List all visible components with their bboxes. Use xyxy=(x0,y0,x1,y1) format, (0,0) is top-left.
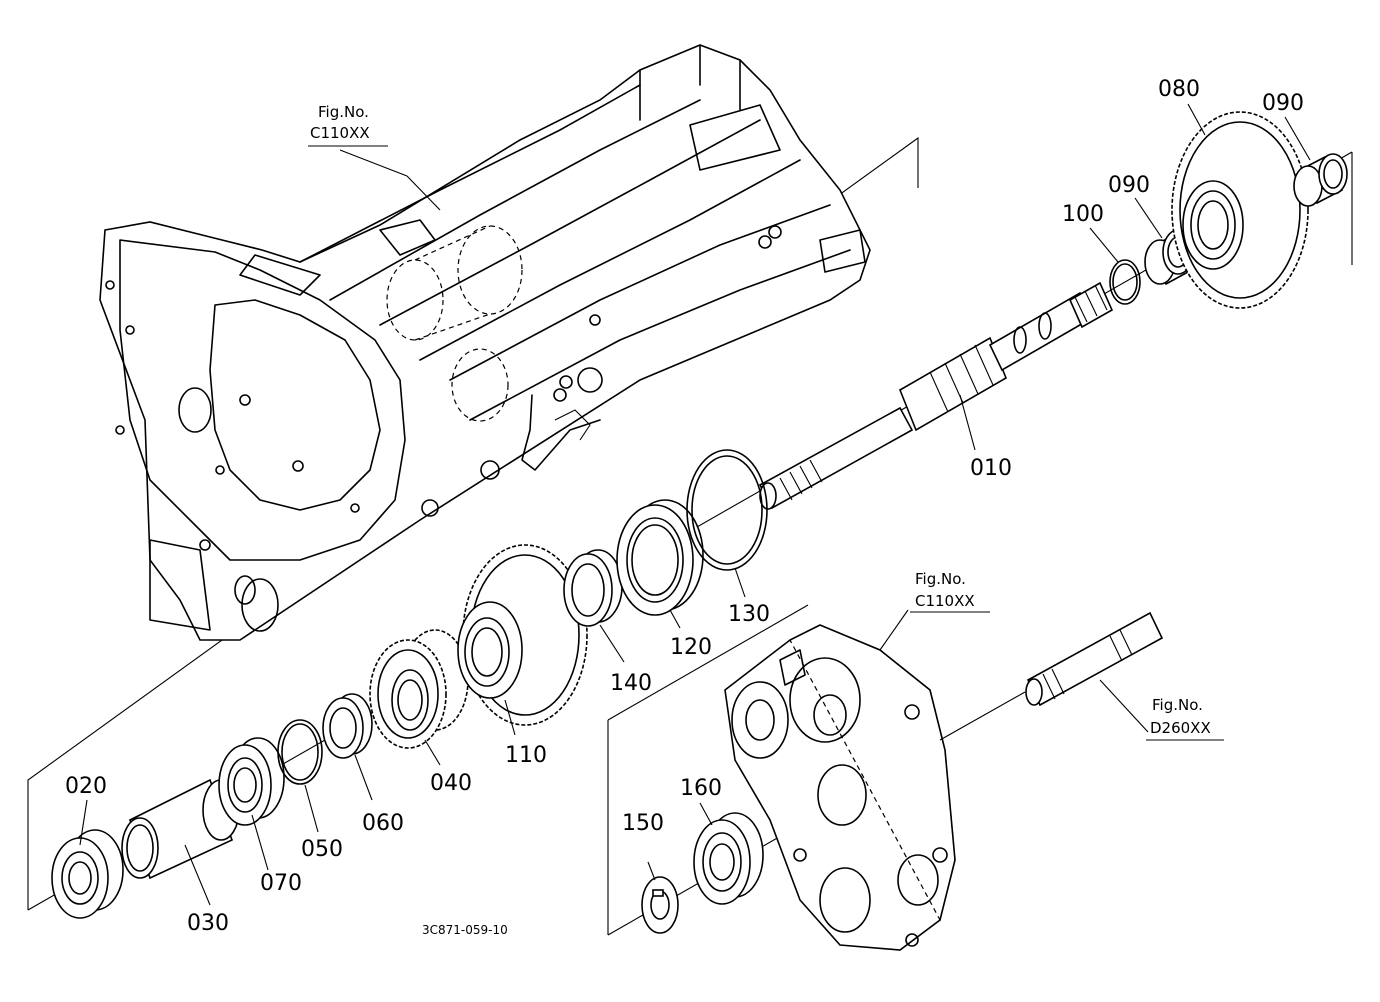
snap-ring-100 xyxy=(1109,259,1141,305)
fig-ref-cover: Fig.No. C110XX xyxy=(910,570,990,613)
fig-ref-cover-title: Fig.No. xyxy=(915,570,966,588)
label-030: 030 xyxy=(187,911,229,936)
label-110: 110 xyxy=(505,743,547,768)
fig-ref-housing-code: C110XX xyxy=(310,124,370,142)
circlip-050 xyxy=(277,719,323,785)
bearing-020 xyxy=(51,829,124,919)
label-160: 160 xyxy=(680,776,722,801)
bearing-060 xyxy=(322,693,373,759)
label-060: 060 xyxy=(362,811,404,836)
label-050: 050 xyxy=(301,837,343,862)
label-130: 130 xyxy=(728,602,770,627)
fig-ref-shaft-code: D260XX xyxy=(1150,719,1211,737)
label-010: 010 xyxy=(970,456,1012,481)
fig-ref-housing-title: Fig.No. xyxy=(318,103,369,121)
label-080: 080 xyxy=(1158,77,1200,102)
collar-030 xyxy=(121,778,240,880)
drawing-code: 3C871-059-10 xyxy=(422,923,508,937)
label-020: 020 xyxy=(65,774,107,799)
bearing-120 xyxy=(616,499,704,616)
leader-lines xyxy=(79,103,1311,906)
gear-040 xyxy=(369,629,469,749)
label-040: 040 xyxy=(430,771,472,796)
circlip-130 xyxy=(686,449,768,571)
needle-bearing-090-outer xyxy=(1293,153,1348,207)
label-140: 140 xyxy=(610,671,652,696)
fig-ref-cover-code: C110XX xyxy=(915,592,975,610)
label-070: 070 xyxy=(260,871,302,896)
collar-140 xyxy=(563,549,623,627)
label-120: 120 xyxy=(670,635,712,660)
fig-ref-housing: Fig.No. C110XX xyxy=(308,103,388,147)
fig-ref-shaft-title: Fig.No. xyxy=(1152,696,1203,714)
main-shaft-010 xyxy=(758,281,1114,510)
label-090-outer: 090 xyxy=(1262,91,1304,116)
bearing-160 xyxy=(693,812,764,905)
label-100: 100 xyxy=(1062,202,1104,227)
bearing-070 xyxy=(218,737,285,826)
label-150: 150 xyxy=(622,811,664,836)
label-090-inner: 090 xyxy=(1108,173,1150,198)
part-labels: 010 020 030 040 050 060 070 080 090 090 … xyxy=(65,77,1304,936)
gear-110 xyxy=(457,544,588,726)
cover-casting xyxy=(724,624,1026,951)
pto-shaft xyxy=(1025,611,1164,707)
fig-ref-shaft: Fig.No. D260XX xyxy=(1146,696,1224,741)
washer-150 xyxy=(641,876,679,934)
gear-080 xyxy=(1171,111,1309,309)
transmission-housing xyxy=(99,44,871,641)
